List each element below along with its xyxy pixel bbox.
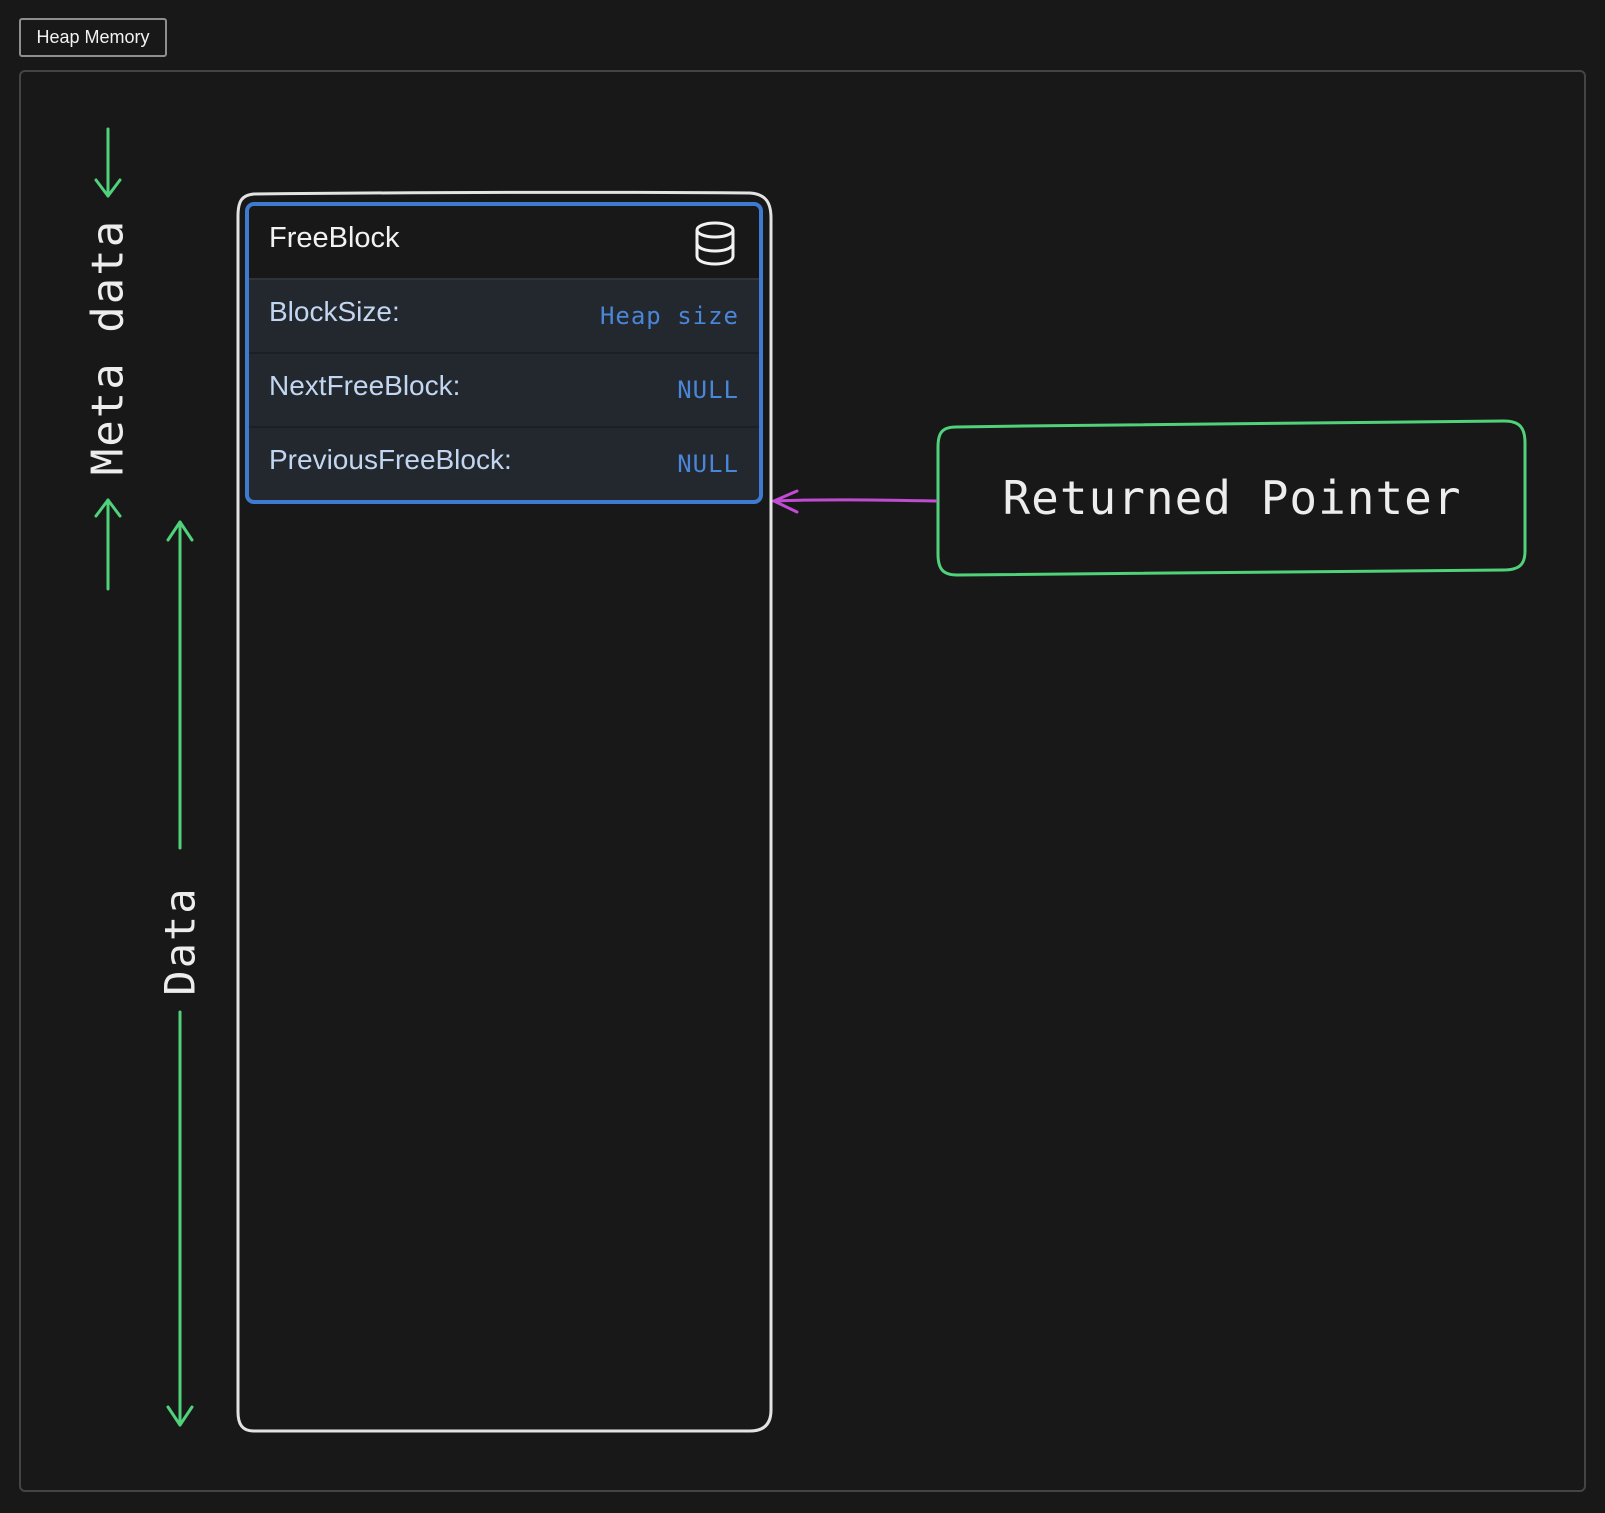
field-label: BlockSize: xyxy=(269,296,400,327)
field-value: Heap size xyxy=(599,302,739,330)
meta-data-arrow xyxy=(94,127,122,591)
field-row-block-size: BlockSize: Heap size xyxy=(249,280,759,354)
field-value: NULL xyxy=(677,376,739,404)
field-label: PreviousFreeBlock: xyxy=(269,444,512,475)
heap-memory-frame xyxy=(19,70,1586,1492)
free-block-header: FreeBlock xyxy=(249,206,759,280)
returned-pointer-box xyxy=(936,419,1527,577)
free-block-card[interactable]: FreeBlock BlockSize: Heap size NextFreeB… xyxy=(245,202,763,504)
field-row-previous-free-block: PreviousFreeBlock: NULL xyxy=(249,428,759,500)
field-value: NULL xyxy=(677,450,739,478)
data-arrow xyxy=(166,520,194,1427)
heap-block-outline xyxy=(236,190,773,1433)
field-row-next-free-block: NextFreeBlock: NULL xyxy=(249,354,759,428)
data-label: Data xyxy=(155,886,205,996)
field-label: NextFreeBlock: xyxy=(269,370,461,401)
frame-label[interactable]: Heap Memory xyxy=(19,18,167,57)
free-block-title: FreeBlock xyxy=(269,222,400,254)
returned-pointer-arrow xyxy=(772,489,938,514)
database-icon xyxy=(695,221,735,266)
meta-data-label: Meta data xyxy=(82,218,134,476)
returned-pointer-label[interactable]: Returned Pointer xyxy=(1002,471,1462,525)
